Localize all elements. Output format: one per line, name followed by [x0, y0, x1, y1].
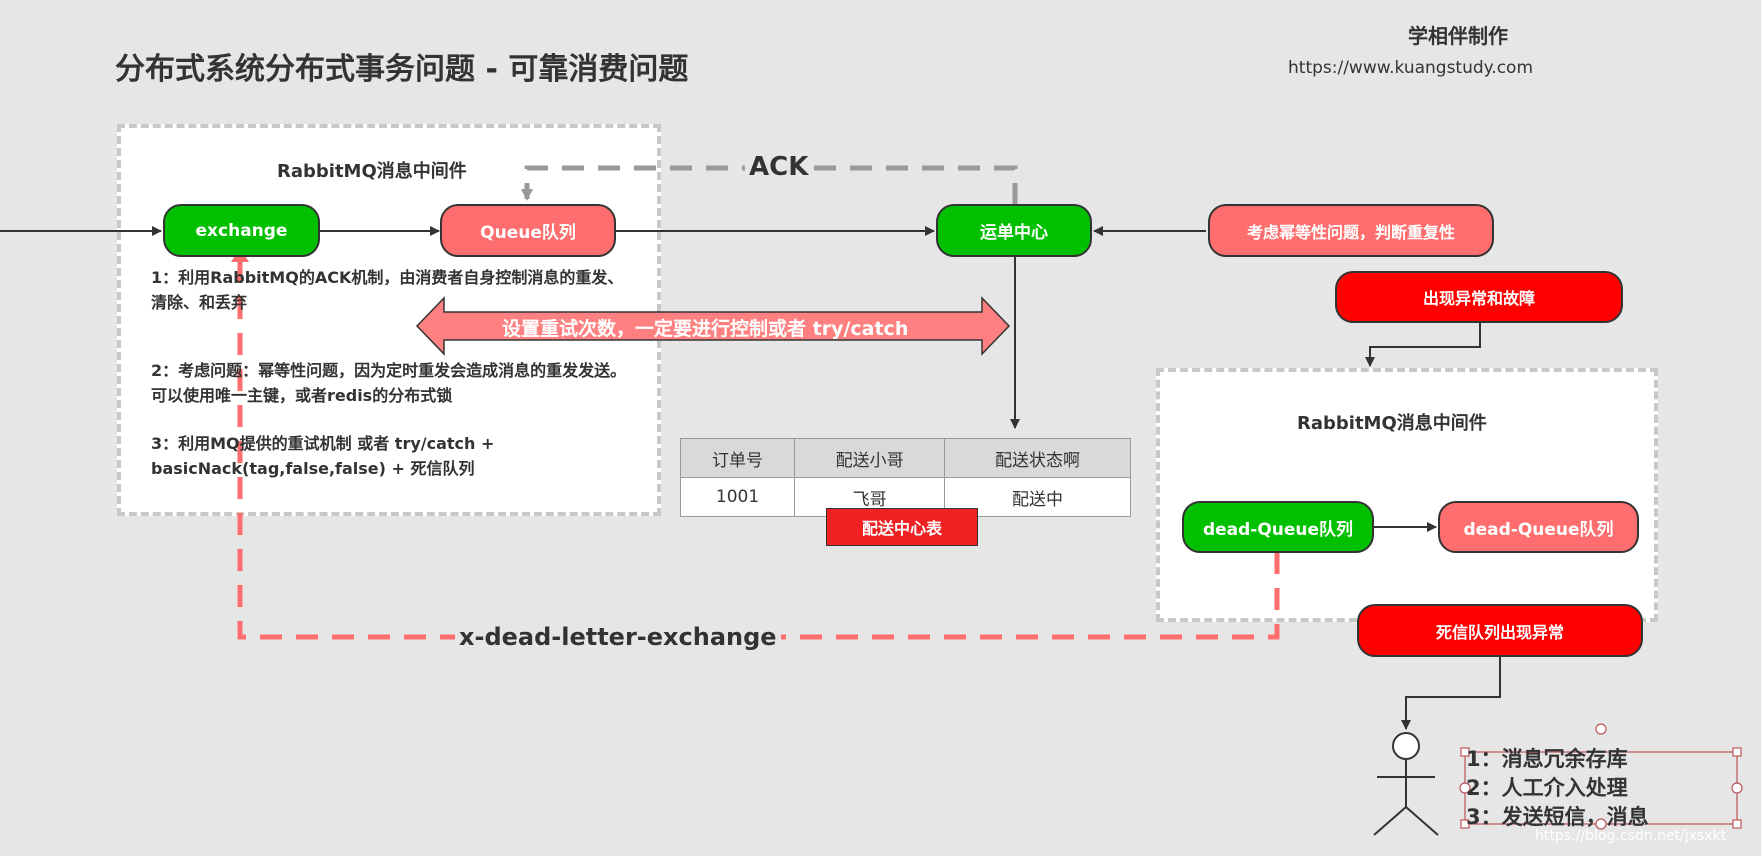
watermark: https://blog.csdn.net/jxsxkt [1535, 828, 1727, 844]
dead-letter-label: x-dead-letter-exchange [455, 623, 781, 651]
table-header-cell: 配送小哥 [794, 438, 946, 478]
arrow-exception-rightgroup [1365, 323, 1481, 367]
action-item: 3：发送短信，消息 [1466, 805, 1649, 829]
handling-actions: 1：消息冗余存库 2：人工介入处理 3：发送短信，消息 [1466, 745, 1649, 832]
queue-node[interactable]: Queue队列 [440, 204, 616, 257]
table-header-cell: 订单号 [679, 438, 796, 478]
page-title: 分布式系统分布式事务问题 - 可靠消费问题 [115, 52, 689, 87]
note-3: 3：利用MQ提供的重试机制 或者 try/catch + basicNack(t… [151, 434, 495, 478]
note-2: 2：考虑问题：幂等性问题，因为定时重发会造成消息的重发发送。可以使用唯一主键，或… [151, 361, 627, 405]
table-cell: 1001 [679, 477, 796, 517]
table-header-cell: 配送状态啊 [944, 438, 1131, 478]
dead-queue-node[interactable]: dead-Queue队列 [1438, 501, 1639, 553]
note-1: 1：利用RabbitMQ的ACK机制，由消费者自身控制消息的重发、清除、和丢弃 [151, 268, 624, 312]
table-label: 配送中心表 [826, 508, 978, 546]
dead-exception-node[interactable]: 死信队列出现异常 [1357, 604, 1643, 657]
idempotency-node[interactable]: 考虑幂等性问题，判断重复性 [1208, 204, 1494, 257]
person-icon [1373, 732, 1439, 836]
arrow-deadexception-person [1401, 657, 1501, 730]
exception-node[interactable]: 出现异常和故障 [1335, 271, 1623, 323]
brand-url: https://www.kuangstudy.com [1288, 58, 1534, 78]
ack-dashed-line [521, 165, 1018, 205]
exchange-node[interactable]: exchange [163, 204, 320, 257]
selection-box [1459, 723, 1743, 830]
retry-label: 设置重试次数，一定要进行控制或者 try/catch [502, 318, 909, 340]
dispatch-center-node[interactable]: 运单中心 [936, 204, 1092, 257]
right-group-title: RabbitMQ消息中间件 [1297, 413, 1487, 434]
left-group-title: RabbitMQ消息中间件 [277, 161, 467, 182]
dead-letter-dashed-line [237, 251, 1280, 640]
dispatch-table: 订单号 配送小哥 配送状态啊 1001 飞哥 配送中 [679, 438, 1131, 517]
brand-name: 学相伴制作 [1408, 24, 1508, 48]
action-item: 2：人工介入处理 [1466, 776, 1628, 800]
table-row: 1001 飞哥 配送中 [679, 477, 1131, 517]
retry-double-arrow [415, 296, 1011, 356]
action-item: 1：消息冗余存库 [1466, 747, 1628, 771]
dead-exchange-node[interactable]: dead-Queue队列 [1182, 501, 1374, 553]
ack-label: ACK [745, 152, 813, 182]
